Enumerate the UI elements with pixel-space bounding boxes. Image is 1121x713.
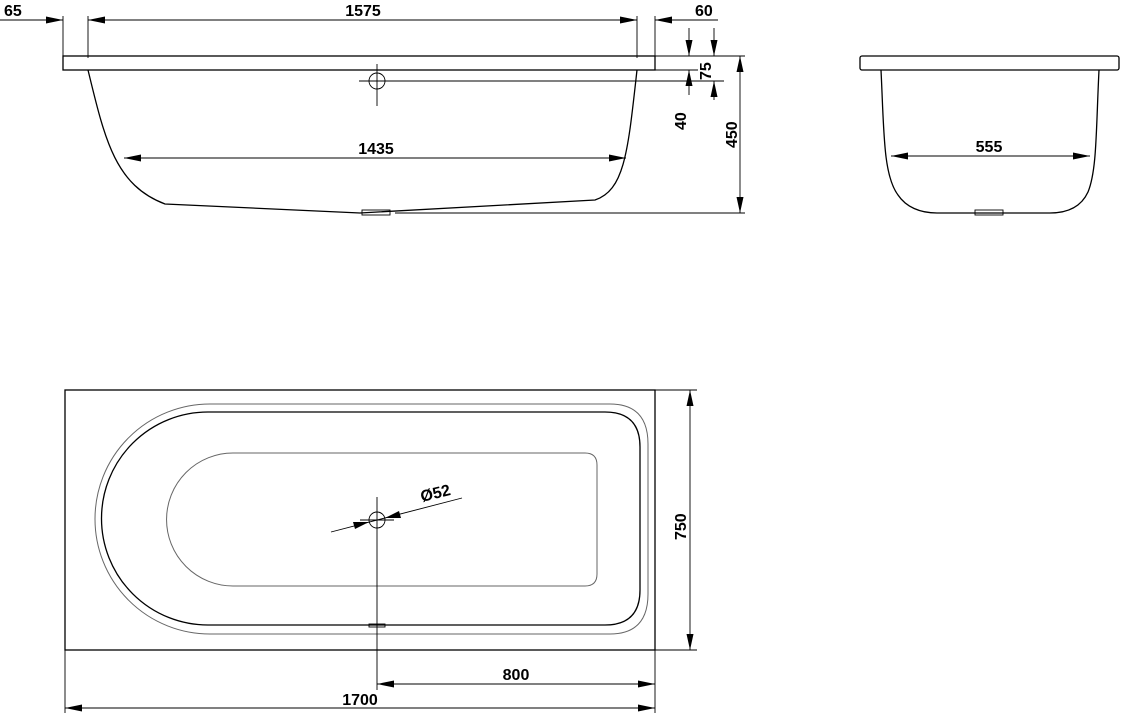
end-view-body: [880, 69, 1100, 214]
end-view-drain: [974, 209, 1004, 216]
dimension-end-width-label: 555: [976, 139, 1003, 156]
end-view: 555: [859, 55, 1120, 216]
drain-fitting: [360, 497, 394, 545]
top-view-rim-line: [94, 403, 649, 635]
top-view-bottom: [166, 452, 598, 587]
overflow-fitting: [359, 64, 395, 106]
dimension-drain-diameter-label: Ø52: [419, 482, 453, 506]
dimension-total-width: 750: [655, 389, 697, 651]
dimension-total-height: 450: [724, 56, 744, 213]
side-view-drain: [361, 209, 391, 216]
dimension-overflow-offset-label: 40: [673, 112, 690, 130]
dimension-drain-position-label: 800: [503, 667, 530, 684]
dimension-rim-right-label: 60: [695, 3, 713, 20]
dimension-total-height-label: 450: [724, 121, 741, 148]
dimension-total-width-label: 750: [673, 513, 690, 540]
dimension-rim-left-label: 65: [4, 3, 22, 20]
side-view-rim: [62, 55, 656, 71]
dimension-rim-left: 65: [0, 3, 63, 24]
top-view-bowl: [100, 411, 641, 626]
dimension-bottom-length: 1435: [124, 141, 626, 162]
dimension-end-width: 555: [891, 139, 1090, 160]
dimension-overflow-offset: 40: [673, 28, 693, 130]
side-view: 65 1575 60 40: [0, 3, 745, 216]
dimension-drain-diameter: Ø52: [330, 482, 463, 533]
dimension-total-length-label: 1700: [342, 692, 378, 709]
dimension-drain-position: 800: [376, 545, 655, 690]
top-view-outline: [64, 389, 656, 651]
top-view: Ø52 750 800 1700: [64, 389, 697, 713]
side-view-body: [87, 69, 638, 214]
dimension-bottom-length-label: 1435: [358, 141, 394, 158]
dimension-overflow-height: 75: [698, 28, 718, 100]
dimension-rim-length: 1575: [88, 3, 637, 24]
dimension-total-length: 1700: [64, 650, 656, 713]
dimension-rim-length-label: 1575: [345, 3, 381, 20]
end-view-rim: [859, 55, 1120, 71]
dimension-rim-right: 60: [655, 3, 718, 24]
dimension-overflow-height-label: 75: [698, 62, 715, 80]
